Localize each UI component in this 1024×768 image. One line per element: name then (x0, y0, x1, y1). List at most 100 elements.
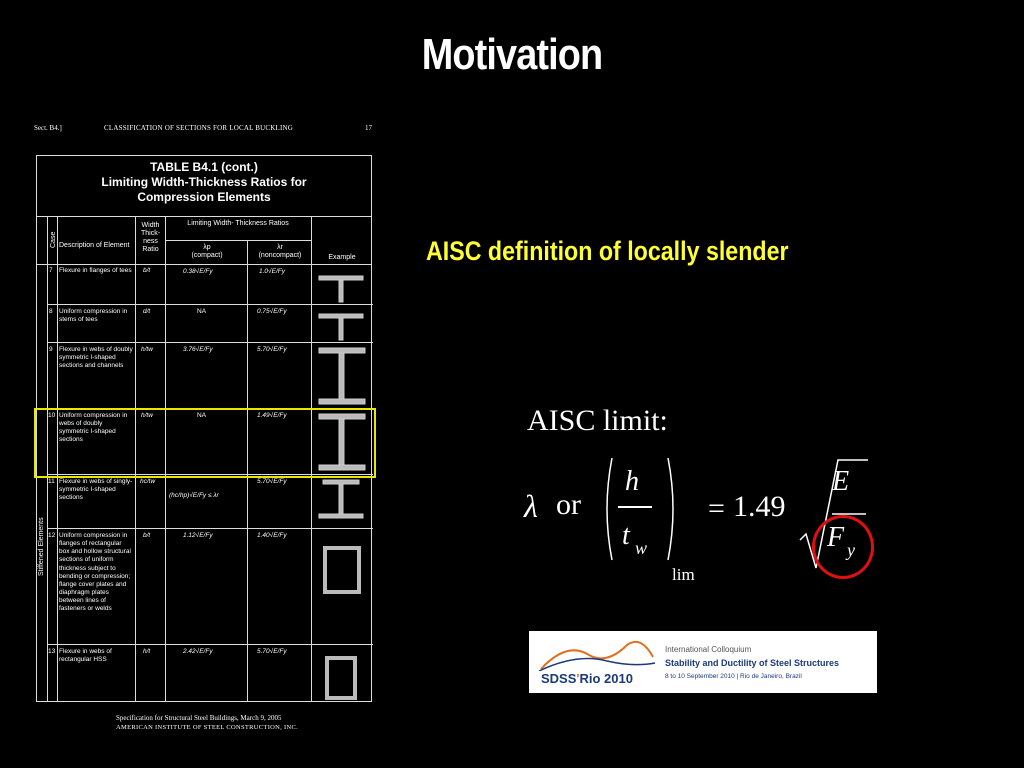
row-lambda-r: 0.75√E/Fy (257, 308, 287, 315)
scan-page-number: 17 (365, 124, 372, 132)
sdss-rio-2010-logo: SDSS'Rio 2010 International Colloquium S… (529, 631, 877, 693)
divider (37, 216, 371, 217)
slenderness-equation: λ or h t w lim = 1.49 E F y (520, 450, 900, 590)
divider (135, 216, 136, 702)
divider (311, 216, 312, 702)
divider (47, 216, 48, 702)
tee-flange-sketch (318, 275, 364, 281)
col-case: Case (50, 231, 57, 248)
singly-top-flange (322, 479, 360, 485)
col-lambda-r-sub: (noncompact) (258, 252, 302, 260)
row-lambda-r: 1.0√E/Fy (259, 268, 285, 275)
logo-brand-sdss: SDSS (541, 671, 577, 686)
row-lambda-p: NA (197, 308, 207, 315)
singly-web (338, 483, 344, 515)
row-lambda-r: 5.70√E/Fy (257, 478, 287, 485)
i-section-bottom-flange (318, 398, 366, 405)
table-caption-line2: Limiting Width-Thickness Ratios for (101, 175, 307, 189)
logo-brand-suffix: Rio 2010 (579, 671, 633, 686)
divider (37, 264, 371, 265)
table-caption-line1: TABLE B4.1 (cont.) (150, 160, 258, 174)
row-lambda-r: 1.40√E/Fy (257, 532, 287, 539)
coefficient: 1.49 (733, 490, 786, 523)
row-lambda-p: (hc/hp)√E/Fy ≤ λr (169, 492, 219, 499)
stiffened-elements-label: Stiffened Elements (38, 517, 45, 576)
row-description: Flexure in webs of singly-symmetric I-sh… (59, 478, 133, 502)
col-lambda-p-sub: (compact) (191, 252, 223, 260)
box-section-sketch (323, 546, 361, 594)
i-section-web (338, 352, 345, 400)
sugarloaf-mountain-icon (538, 641, 656, 671)
numerator-h: h (625, 466, 639, 497)
divider (47, 342, 373, 343)
col-lambda-p: λp (compact) (167, 244, 247, 260)
logo-line2: Stability and Ductility of Steel Structu… (665, 658, 840, 668)
aisc-limit-label: AISC limit: (527, 404, 668, 437)
scan-footer-aisc: AMERICAN INSTITUTE OF STEEL CONSTRUCTION… (116, 724, 299, 731)
table-caption-line3: Compression Elements (137, 190, 271, 204)
row-ratio: b/t (143, 267, 151, 274)
denominator-t: t (622, 520, 630, 551)
col-width-thickness: Width Thick- ness Ratio (140, 222, 161, 254)
divider (47, 528, 373, 529)
row-description: Flexure in flanges of tees (59, 267, 132, 274)
logo-line3: 8 to 10 September 2010 | Rio de Janeiro,… (665, 673, 802, 680)
col-limiting-ratios: Limiting Width- Thickness Ratios (187, 220, 289, 227)
row-number: 12 (48, 532, 56, 539)
row-lambda-p: 3.76√E/Fy (183, 346, 213, 353)
row-number: 7 (49, 267, 53, 274)
row-lambda-r: 1.49√E/Fy (257, 412, 287, 419)
row-lambda-r: 5.70√E/Fy (257, 648, 287, 655)
lambda-symbol: λ (524, 488, 538, 524)
scan-header-title: CLASSIFICATION OF SECTIONS FOR LOCAL BUC… (104, 124, 294, 132)
i-section-bottom-flange-2 (318, 464, 366, 471)
logo-brand: SDSS'Rio 2010 (541, 671, 633, 686)
row-description: Uniform compression in flanges of rectan… (59, 532, 131, 613)
table-b4-1: TABLE B4.1 (cont.) Limiting Width-Thickn… (36, 155, 373, 702)
parentheses (606, 457, 674, 561)
divider (47, 474, 373, 475)
row-number: 13 (48, 648, 56, 655)
divider (47, 644, 373, 645)
singly-bottom-flange (318, 513, 364, 519)
tee-stem-sketch (338, 279, 344, 303)
row-ratio: d/t (143, 308, 151, 315)
tee-flange-sketch-2 (318, 313, 364, 319)
row-lambda-p: 1.12√E/Fy (183, 532, 213, 539)
row-description: Flexure in webs of doubly symmetric I-sh… (59, 346, 133, 370)
divider (247, 240, 248, 702)
example-sketches (318, 275, 366, 700)
highlight-row-10 (34, 408, 376, 478)
row-ratio: b/t (143, 532, 151, 539)
col-lambda-p-symbol: λp (203, 244, 211, 251)
radicand-e: E (832, 466, 850, 497)
col-example: Example (328, 254, 356, 261)
table-caption: TABLE B4.1 (cont.) Limiting Width-Thickn… (37, 160, 371, 205)
denominator-sub-w: w (635, 538, 648, 558)
lim-subscript: lim (672, 565, 695, 584)
row-lambda-p: 0.38√E/Fy (183, 268, 213, 275)
divider (165, 240, 311, 241)
slide-title: Motivation (421, 30, 603, 79)
tee-stem-sketch-2 (338, 317, 344, 341)
scan-section: Sect. B4.] (34, 124, 62, 132)
row-ratio: h/tw (141, 412, 153, 419)
or-word: or (556, 488, 581, 521)
fy-highlight-circle (812, 515, 874, 579)
row-lambda-p: NA (197, 412, 207, 419)
row-ratio: h/tw (141, 346, 153, 353)
aisc-table-scan: Sect. B4.] CLASSIFICATION OF SECTIONS FO… (30, 120, 380, 740)
row-description: Uniform compression in stems of tees (59, 308, 128, 324)
col-lambda-r-symbol: λr (277, 244, 283, 251)
logo-line1: International Colloquium (665, 645, 752, 654)
row-description: Flexure in webs of rectangular HSS (59, 648, 112, 664)
aisc-definition-heading: AISC definition of locally slender (426, 236, 789, 266)
scan-footer-spec: Specification for Structural Steel Build… (116, 714, 282, 722)
row-ratio: h/t (143, 648, 151, 655)
row-description: Uniform compression in webs of doubly sy… (59, 412, 128, 444)
row-lambda-p: 2.42√E/Fy (183, 648, 213, 655)
divider (57, 216, 58, 702)
divider (165, 216, 166, 702)
fraction-bar (618, 506, 652, 508)
row-number: 8 (49, 308, 53, 315)
